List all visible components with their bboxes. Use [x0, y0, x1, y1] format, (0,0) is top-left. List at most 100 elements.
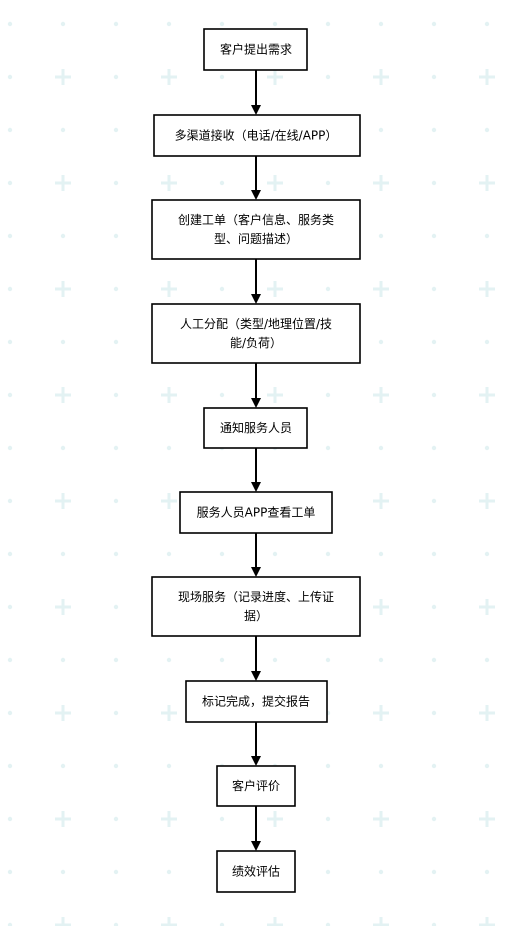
- bg-dot: [378, 127, 384, 133]
- bg-dot: [113, 710, 119, 716]
- bg-dot: [7, 922, 13, 926]
- bg-dot: [113, 21, 119, 27]
- bg-dot: [272, 657, 278, 663]
- bg-plus-mark: [373, 599, 389, 615]
- bg-dot: [325, 869, 331, 875]
- bg-dot: [272, 21, 278, 27]
- bg-dot: [431, 233, 437, 239]
- bg-dot: [113, 922, 119, 926]
- bg-plus-mark: [267, 175, 283, 191]
- bg-plus-mark: [479, 69, 495, 85]
- bg-dot: [219, 180, 225, 186]
- flow-arrow: [251, 70, 261, 115]
- flow-arrow: [251, 533, 261, 577]
- bg-dot: [431, 604, 437, 610]
- bg-plus-mark: [55, 599, 71, 615]
- bg-plus-mark: [373, 811, 389, 827]
- flow-arrow-head: [251, 841, 261, 851]
- bg-dot: [60, 551, 66, 557]
- bg-dot: [325, 286, 331, 292]
- bg-dot: [7, 498, 13, 504]
- bg-plus-mark: [479, 387, 495, 403]
- bg-dot: [272, 551, 278, 557]
- flow-node-label: 服务人员APP查看工单: [197, 505, 316, 520]
- bg-dot: [484, 339, 490, 345]
- flow-node: 服务人员APP查看工单: [179, 491, 333, 534]
- bg-dot: [7, 763, 13, 769]
- bg-dot: [325, 922, 331, 926]
- flow-arrow-head: [251, 398, 261, 408]
- flow-node-label: 客户评价: [232, 778, 280, 793]
- bg-plus-mark: [373, 387, 389, 403]
- flow-arrow: [251, 806, 261, 851]
- bg-plus-mark: [479, 599, 495, 615]
- bg-dot: [431, 922, 437, 926]
- flow-node-box: [203, 28, 308, 71]
- bg-dot: [7, 551, 13, 557]
- flow-arrow-head: [251, 482, 261, 492]
- bg-dot: [325, 763, 331, 769]
- bg-plus-mark: [373, 69, 389, 85]
- bg-dot: [113, 445, 119, 451]
- bg-dot: [325, 74, 331, 80]
- flow-arrow: [251, 448, 261, 492]
- bg-dot: [431, 21, 437, 27]
- flow-node-label: 创建工单（客户信息、服务类: [178, 212, 334, 227]
- bg-plus-mark: [161, 811, 177, 827]
- bg-dot: [7, 233, 13, 239]
- bg-dot: [378, 21, 384, 27]
- flow-node: 通知服务人员: [203, 407, 308, 449]
- bg-dot: [431, 869, 437, 875]
- bg-dot: [113, 233, 119, 239]
- bg-dot: [7, 286, 13, 292]
- bg-dot: [7, 339, 13, 345]
- bg-dot: [484, 869, 490, 875]
- flow-node-box: [185, 680, 328, 723]
- bg-plus-mark: [55, 917, 71, 926]
- bg-plus-mark: [479, 917, 495, 926]
- flow-node-box: [151, 199, 361, 260]
- bg-dot: [378, 763, 384, 769]
- bg-dot: [7, 74, 13, 80]
- bg-dot: [7, 21, 13, 27]
- bg-dot: [484, 21, 490, 27]
- bg-dot: [113, 816, 119, 822]
- bg-dot: [113, 657, 119, 663]
- bg-dot: [60, 233, 66, 239]
- bg-dot: [431, 445, 437, 451]
- flow-node: 绩效评估: [216, 850, 296, 893]
- bg-plus-mark: [373, 175, 389, 191]
- bg-dot: [219, 551, 225, 557]
- flow-arrow-head: [251, 105, 261, 115]
- flow-node-box: [216, 765, 296, 807]
- bg-dot: [219, 657, 225, 663]
- bg-dot: [219, 286, 225, 292]
- bg-plus-mark: [267, 917, 283, 926]
- flow-node-box: [203, 407, 308, 449]
- flow-node-box: [153, 114, 361, 157]
- flow-node: 人工分配（类型/地理位置/技能/负荷）: [151, 303, 361, 364]
- flow-arrow-head: [251, 567, 261, 577]
- bg-dot: [484, 127, 490, 133]
- bg-dot: [7, 816, 13, 822]
- bg-dot: [60, 763, 66, 769]
- flow-arrow: [251, 363, 261, 408]
- flow-node-box: [216, 850, 296, 893]
- bg-plus-mark: [161, 387, 177, 403]
- bg-plus-mark: [267, 811, 283, 827]
- bg-plus-mark: [267, 387, 283, 403]
- bg-plus-mark: [373, 705, 389, 721]
- flow-node-box: [151, 303, 361, 364]
- bg-dot: [325, 657, 331, 663]
- bg-plus-mark: [479, 705, 495, 721]
- bg-dot: [60, 21, 66, 27]
- bg-dot: [431, 127, 437, 133]
- bg-dot: [431, 498, 437, 504]
- bg-dot: [7, 180, 13, 186]
- bg-dot: [60, 127, 66, 133]
- bg-plus-mark: [161, 281, 177, 297]
- bg-dot: [113, 286, 119, 292]
- bg-dot: [325, 392, 331, 398]
